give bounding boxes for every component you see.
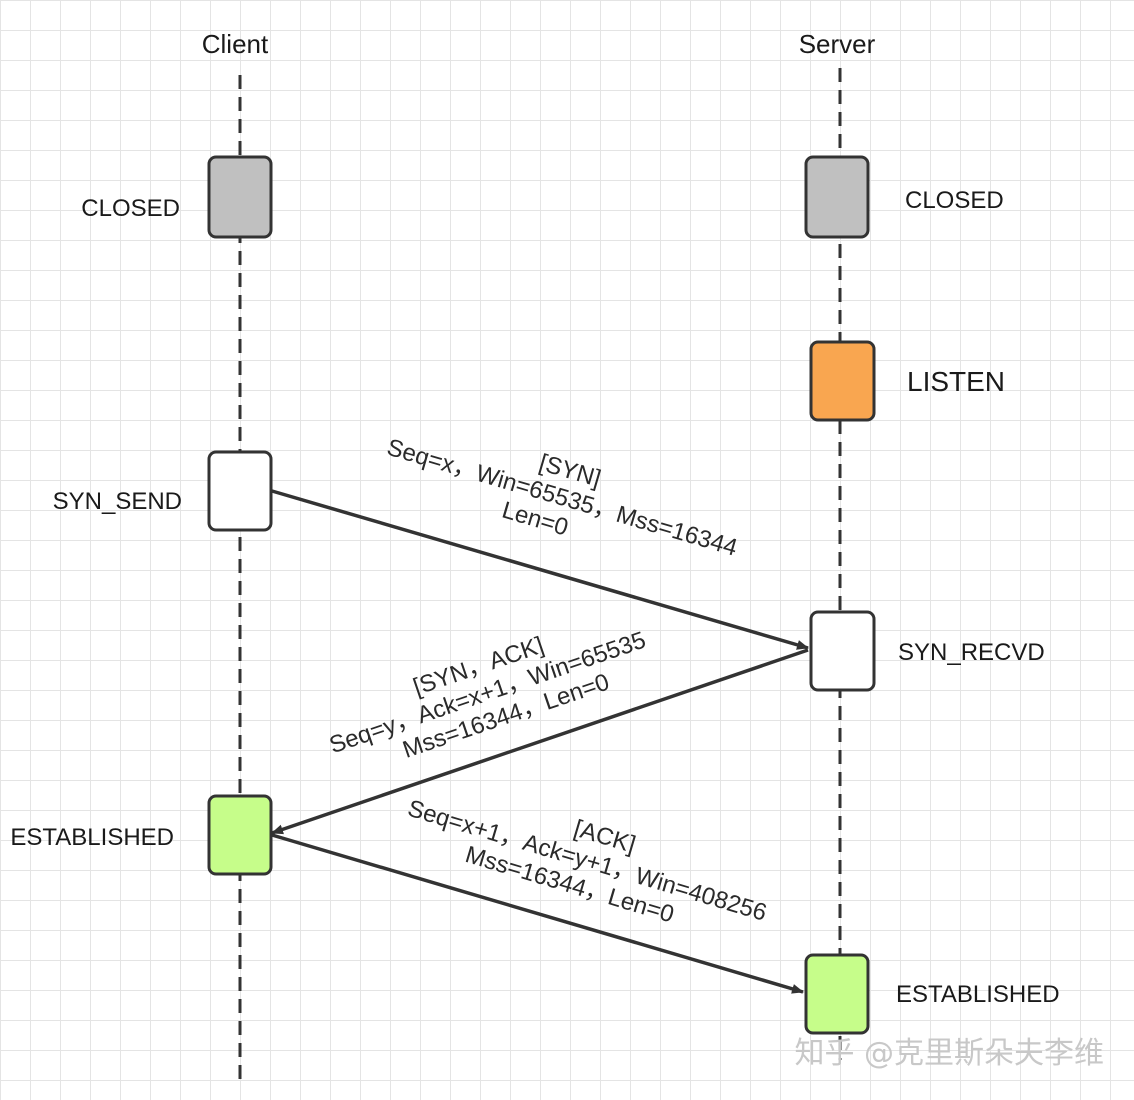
client-closed-box [207,155,273,239]
server-established-box [804,953,870,1035]
ack-params-label: Seq=x+1，Ack=y+1，Win=408256 [405,795,770,927]
server-syn-recvd-box [809,610,876,692]
client-established-box [207,794,273,876]
server-listen-box [809,340,876,422]
client-closed-label: CLOSED [81,195,180,222]
server-listen-label: LISTEN [907,366,1005,397]
syn-ack-arrow [271,648,809,835]
server-header: Server [799,29,876,59]
client-header: Client [202,29,269,59]
client-established-label: ESTABLISHED [10,824,174,851]
syn-arrow [271,489,809,650]
server-syn-recvd-label: SYN_RECVD [898,639,1045,666]
watermark-text: 知乎 @克里斯朵夫李维 [794,1036,1104,1071]
syn-params-label: Seq=x，Win=65535，Mss=16344 [384,434,741,562]
client-syn-send-label: SYN_SEND [53,488,182,515]
client-syn-send-box [207,450,273,532]
ack-arrow [271,833,804,994]
server-closed-label: CLOSED [905,187,1004,214]
server-closed-box [804,155,870,239]
server-established-label: ESTABLISHED [896,981,1060,1008]
